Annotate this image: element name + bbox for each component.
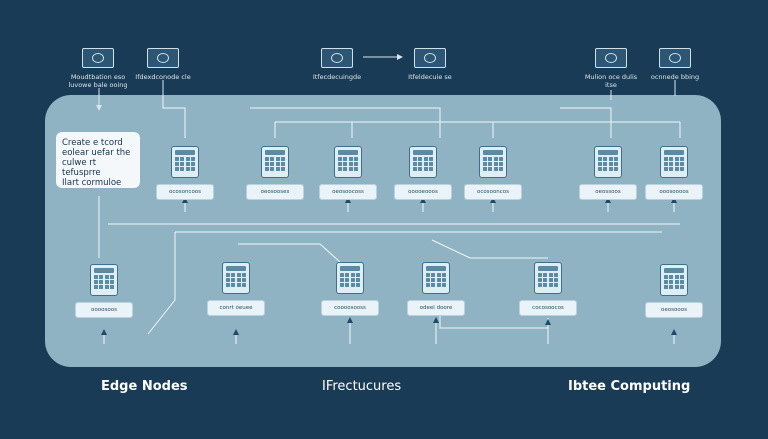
row1-node-2: oeosooses xyxy=(245,146,305,200)
node-label: oeosoocoss xyxy=(319,184,377,200)
node-label: oeosooos xyxy=(645,302,703,318)
server-icon xyxy=(336,262,364,294)
server-icon xyxy=(409,146,437,178)
monitor-icon xyxy=(659,48,691,68)
row1-node-6: oeossoos xyxy=(578,146,638,200)
row1-node-7: ooosoooos xyxy=(644,146,704,200)
node-label: ocosooncos xyxy=(464,184,522,200)
node-label: ooosoooos xyxy=(645,184,703,200)
server-icon xyxy=(660,146,688,178)
monitor-icon xyxy=(321,48,353,68)
node-label: ooooeooos xyxy=(394,184,452,200)
top-node-label: Ifdexdconode cle xyxy=(135,73,191,81)
top-node-3: Itfecdecuingde xyxy=(272,48,402,81)
row1-node-1: ocosoncoos xyxy=(155,146,215,200)
top-node-6: ocnnede bbing xyxy=(610,48,740,81)
row2-node-1: oooosoos xyxy=(74,264,134,318)
server-icon xyxy=(171,146,199,178)
top-node-4: Itfeldecuie se xyxy=(365,48,495,81)
node-label: conrt oeuee xyxy=(207,300,265,316)
server-icon xyxy=(594,146,622,178)
row1-node-4: ooooeooos xyxy=(393,146,453,200)
monitor-icon xyxy=(595,48,627,68)
top-node-2: Ifdexdconode cle xyxy=(98,48,228,81)
server-icon xyxy=(534,262,562,294)
row2-node-5: cocosoocos xyxy=(518,262,578,316)
top-node-label: Itfeldecuie se xyxy=(408,73,452,81)
row2-node-6: oeosooos xyxy=(644,264,704,318)
row2-node-2: conrt oeuee xyxy=(206,262,266,316)
server-icon xyxy=(479,146,507,178)
server-icon xyxy=(261,146,289,178)
server-icon xyxy=(222,262,250,294)
footer-label-center: IFrectucures xyxy=(322,379,402,394)
top-node-label: ocnnede bbing xyxy=(650,73,700,81)
top-node-label: Itfecdecuingde xyxy=(312,73,362,81)
server-icon xyxy=(90,264,118,296)
monitor-icon xyxy=(147,48,179,68)
callout-note: Create e tcord eolear uefar the culwe rt… xyxy=(56,132,140,188)
top-node-1: Moudtbation eso luvowe bale ooing xyxy=(33,48,163,89)
row2-node-4: odeel doore xyxy=(406,262,466,316)
node-label: coooosooss xyxy=(321,300,379,316)
server-icon xyxy=(422,262,450,294)
row1-node-5: ocosooncos xyxy=(463,146,523,200)
row2-node-3: coooosooss xyxy=(320,262,380,316)
node-label: oeossoos xyxy=(579,184,637,200)
monitor-icon xyxy=(414,48,446,68)
top-node-5: Mulion oce dulis itse xyxy=(546,48,676,89)
server-icon xyxy=(660,264,688,296)
node-label: cocosoocos xyxy=(519,300,577,316)
footer-label-left: Edge Nodes xyxy=(101,379,188,394)
row1-node-3: oeosoocoss xyxy=(318,146,378,200)
node-label: ocosoncoos xyxy=(156,184,214,200)
top-node-label: Mulion oce dulis itse xyxy=(584,73,638,89)
top-node-label: Moudtbation eso luvowe bale ooing xyxy=(68,73,128,89)
footer-label-right: Ibtee Computing xyxy=(568,379,691,394)
node-label: odeel doore xyxy=(407,300,465,316)
monitor-icon xyxy=(82,48,114,68)
node-label: oooosoos xyxy=(75,302,133,318)
server-icon xyxy=(334,146,362,178)
node-label: oeosooses xyxy=(246,184,304,200)
